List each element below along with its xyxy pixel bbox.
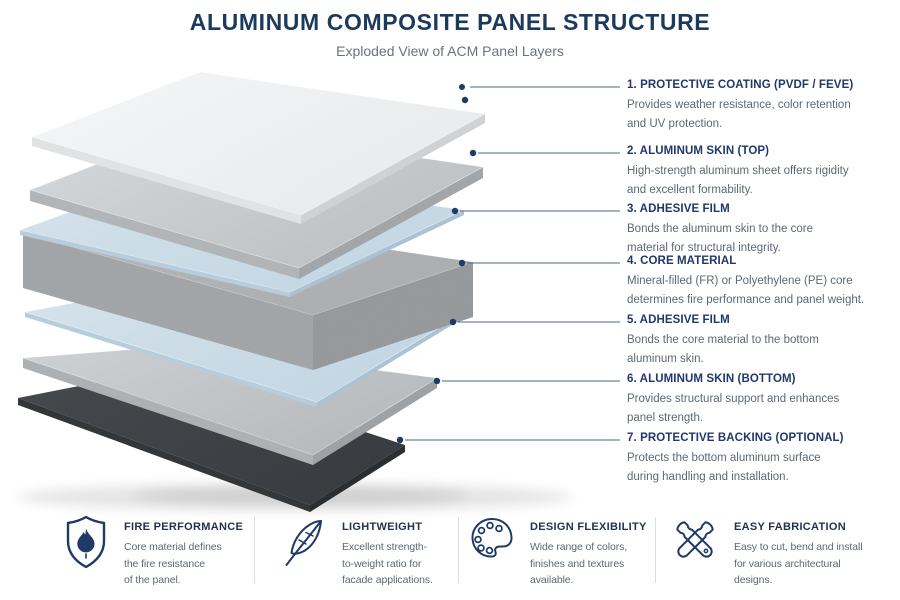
tools-icon: [676, 521, 714, 558]
feature-design-flexibility: DESIGN FLEXIBILITY Wide range of colors,…: [468, 514, 647, 589]
feature-divider: [655, 517, 656, 583]
layer-label-5: 5. ADHESIVE FILM Bonds the core material…: [627, 314, 899, 369]
feature-desc: Excellent strength- to-weight ratio for …: [342, 541, 433, 586]
feature-divider: [458, 517, 459, 583]
palette-icon: [471, 517, 513, 558]
page-subtitle: Exploded View of ACM Panel Layers: [336, 43, 564, 59]
layer-label-desc: High-strength aluminum sheet offers rigi…: [627, 165, 849, 196]
layer-label-desc: Bonds the aluminum skin to the core mate…: [627, 223, 814, 254]
feature-fire-performance: FIRE PERFORMANCE Core material defines t…: [62, 514, 243, 589]
layer-label-3: 3. ADHESIVE FILM Bonds the aluminum skin…: [627, 203, 899, 258]
layer-label-desc: Mineral-filled (FR) or Polyethylene (PE)…: [627, 275, 865, 306]
feature-easy-fabrication: EASY FABRICATION Easy to cut, bend and i…: [670, 514, 863, 589]
layer-label-title: 2. ALUMINUM SKIN (TOP): [627, 145, 770, 157]
feature-divider: [254, 517, 255, 583]
layer-label-desc: Protects the bottom aluminum surface dur…: [627, 452, 821, 483]
page-title: ALUMINUM COMPOSITE PANEL STRUCTURE: [189, 9, 711, 35]
feature-title: FIRE PERFORMANCE: [124, 521, 244, 533]
feature-desc: Easy to cut, bend and install for variou…: [734, 541, 863, 586]
shield-flame-icon: [66, 515, 106, 569]
feature-text: FIRE PERFORMANCE Core material defines t…: [124, 514, 243, 589]
feature-lightweight: LIGHTWEIGHT Excellent strength- to-weigh…: [282, 514, 433, 589]
layer-label-title: 6. ALUMINUM SKIN (BOTTOM): [627, 373, 796, 385]
feature-title: LIGHTWEIGHT: [342, 521, 423, 533]
feature-desc: Wide range of colors, finishes and textu…: [530, 541, 628, 586]
feature-text: LIGHTWEIGHT Excellent strength- to-weigh…: [342, 514, 433, 589]
layer-label-1: 1. PROTECTIVE COATING (PVDF / FEVE) Prov…: [627, 79, 899, 134]
feature-desc: Core material defines the fire resistanc…: [124, 541, 222, 586]
header: ALUMINUM COMPOSITE PANEL STRUCTURE Explo…: [0, 9, 900, 59]
layer-label-2: 2. ALUMINUM SKIN (TOP) High-strength alu…: [627, 145, 899, 200]
feature-title: DESIGN FLEXIBILITY: [530, 521, 647, 533]
layer-label-desc: Provides structural support and enhances…: [627, 393, 840, 424]
layer-label-title: 1. PROTECTIVE COATING (PVDF / FEVE): [627, 79, 854, 91]
layer-label-title: 3. ADHESIVE FILM: [627, 203, 730, 215]
layer-label-6: 6. ALUMINUM SKIN (BOTTOM) Provides struc…: [627, 373, 899, 428]
layer-label-desc: Provides weather resistance, color reten…: [627, 99, 851, 130]
layer-label-title: 7. PROTECTIVE BACKING (OPTIONAL): [627, 432, 844, 444]
layer-label-4: 4. CORE MATERIAL Mineral-filled (FR) or …: [627, 255, 899, 310]
feather-icon: [285, 520, 322, 566]
feature-text: DESIGN FLEXIBILITY Wide range of colors,…: [530, 514, 647, 589]
feature-title: EASY FABRICATION: [734, 521, 846, 533]
layer-label-desc: Bonds the core material to the bottom al…: [627, 334, 819, 365]
feature-text: EASY FABRICATION Easy to cut, bend and i…: [734, 514, 863, 589]
layer-label-7: 7. PROTECTIVE BACKING (OPTIONAL) Protect…: [627, 432, 899, 487]
layer-label-title: 4. CORE MATERIAL: [627, 255, 737, 267]
layer-label-title: 5. ADHESIVE FILM: [627, 314, 730, 326]
